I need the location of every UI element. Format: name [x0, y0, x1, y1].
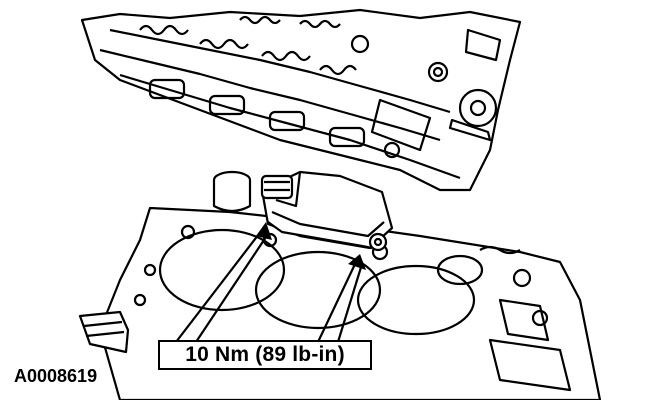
leader-arrowheads: [256, 222, 366, 270]
pcv-valve-housing: [214, 172, 392, 250]
torque-callout: 10 Nm (89 lb-in): [158, 340, 372, 370]
callout-leaders: [176, 230, 362, 342]
cylinder-head: [82, 10, 520, 190]
torque-label: 10 Nm (89 lb-in): [185, 343, 345, 366]
figure-id: A0008619: [14, 366, 98, 386]
